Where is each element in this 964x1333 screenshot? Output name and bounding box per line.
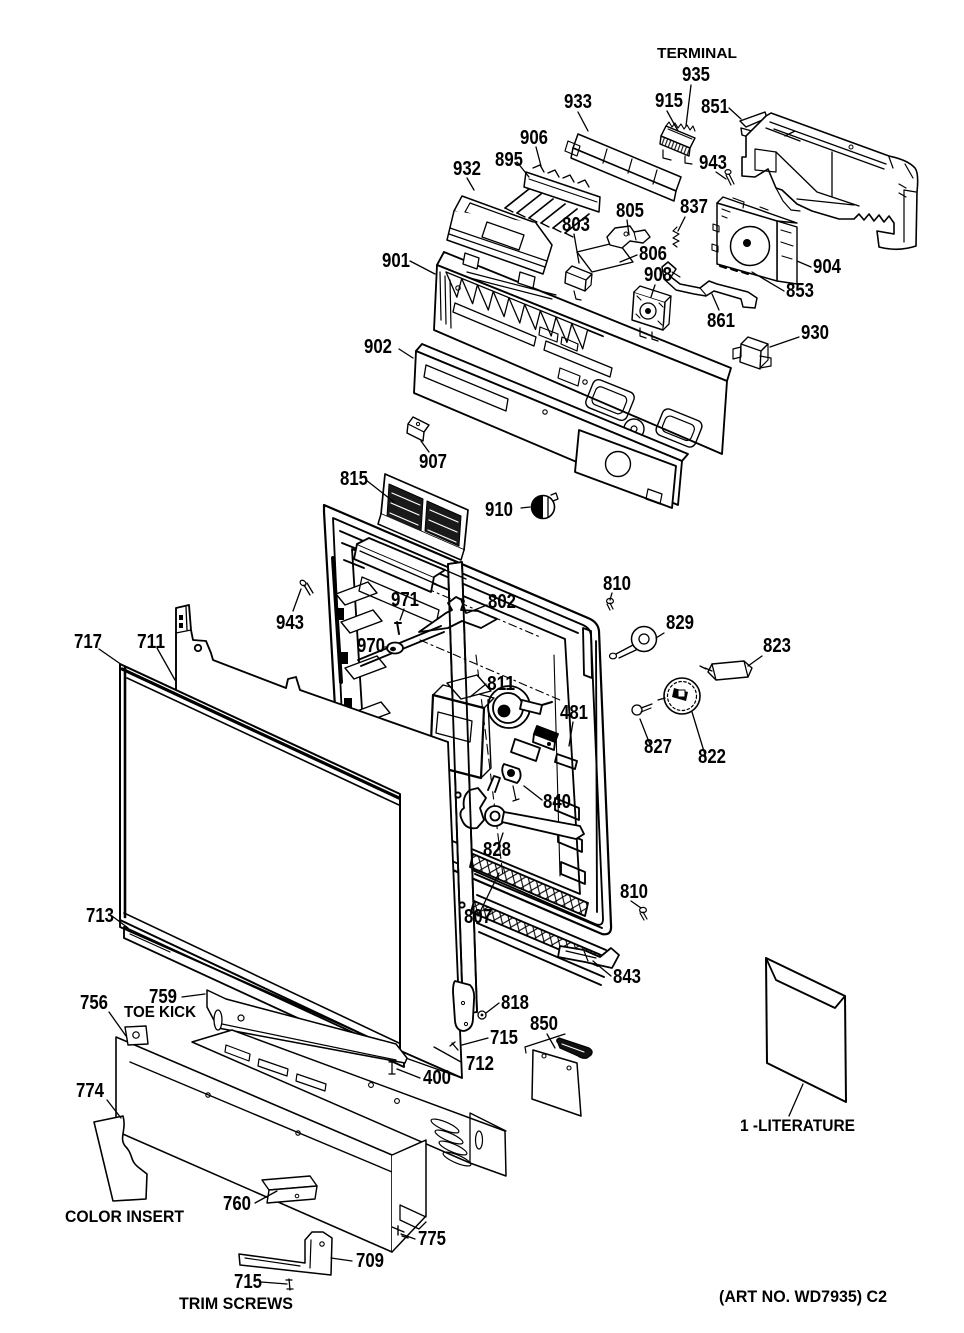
svg-text:861: 861 bbox=[707, 310, 735, 332]
svg-text:932: 932 bbox=[453, 158, 481, 180]
svg-text:711: 711 bbox=[137, 631, 165, 653]
svg-text:915: 915 bbox=[655, 90, 683, 112]
svg-text:853: 853 bbox=[786, 280, 814, 302]
svg-text:818: 818 bbox=[501, 992, 529, 1014]
svg-text:902: 902 bbox=[364, 336, 392, 358]
svg-text:971: 971 bbox=[391, 589, 419, 611]
svg-text:400: 400 bbox=[423, 1067, 451, 1089]
svg-text:895: 895 bbox=[495, 149, 523, 171]
svg-text:717: 717 bbox=[74, 631, 102, 653]
svg-text:775: 775 bbox=[418, 1228, 446, 1250]
svg-text:802: 802 bbox=[488, 591, 516, 613]
svg-text:907: 907 bbox=[419, 451, 447, 473]
svg-text:906: 906 bbox=[520, 127, 548, 149]
svg-text:807: 807 bbox=[464, 906, 492, 928]
svg-text:759: 759 bbox=[149, 986, 177, 1008]
svg-text:756: 756 bbox=[80, 992, 108, 1014]
svg-text:829: 829 bbox=[666, 612, 694, 634]
svg-text:943: 943 bbox=[276, 612, 304, 634]
svg-text:935: 935 bbox=[682, 64, 710, 86]
svg-text:930: 930 bbox=[801, 322, 829, 344]
svg-text:904: 904 bbox=[813, 256, 842, 278]
svg-text:774: 774 bbox=[76, 1080, 105, 1102]
svg-text:901: 901 bbox=[382, 250, 410, 272]
svg-text:COLOR INSERT: COLOR INSERT bbox=[65, 1207, 185, 1226]
svg-text:970: 970 bbox=[357, 635, 385, 657]
svg-text:715: 715 bbox=[234, 1271, 262, 1293]
svg-text:810: 810 bbox=[620, 881, 648, 903]
svg-text:(ART NO. WD7935) C2: (ART NO. WD7935) C2 bbox=[719, 1287, 887, 1306]
svg-text:805: 805 bbox=[616, 200, 644, 222]
svg-text:TOE KICK: TOE KICK bbox=[124, 1004, 196, 1021]
svg-text:1 -LITERATURE: 1 -LITERATURE bbox=[740, 1116, 855, 1135]
svg-text:715: 715 bbox=[490, 1027, 518, 1049]
svg-text:713: 713 bbox=[86, 905, 114, 927]
svg-text:815: 815 bbox=[340, 468, 368, 490]
svg-text:827: 827 bbox=[644, 736, 672, 758]
svg-text:810: 810 bbox=[603, 573, 631, 595]
svg-text:837: 837 bbox=[680, 196, 708, 218]
svg-text:806: 806 bbox=[639, 243, 667, 265]
svg-text:828: 828 bbox=[483, 839, 511, 861]
svg-text:822: 822 bbox=[698, 746, 726, 768]
svg-text:910: 910 bbox=[485, 499, 513, 521]
svg-text:481: 481 bbox=[560, 702, 588, 724]
svg-text:TERMINAL: TERMINAL bbox=[657, 45, 737, 62]
svg-text:712: 712 bbox=[466, 1053, 494, 1075]
svg-text:851: 851 bbox=[701, 96, 729, 118]
svg-text:843: 843 bbox=[613, 966, 641, 988]
svg-text:760: 760 bbox=[223, 1193, 251, 1215]
svg-text:823: 823 bbox=[763, 635, 791, 657]
svg-text:850: 850 bbox=[530, 1013, 558, 1035]
svg-text:908: 908 bbox=[644, 264, 672, 286]
svg-text:933: 933 bbox=[564, 91, 592, 113]
svg-text:803: 803 bbox=[562, 214, 590, 236]
svg-text:811: 811 bbox=[487, 673, 515, 695]
svg-text:840: 840 bbox=[543, 791, 571, 813]
svg-text:709: 709 bbox=[356, 1250, 384, 1272]
svg-text:943: 943 bbox=[699, 152, 727, 174]
svg-text:TRIM SCREWS: TRIM SCREWS bbox=[179, 1294, 293, 1313]
